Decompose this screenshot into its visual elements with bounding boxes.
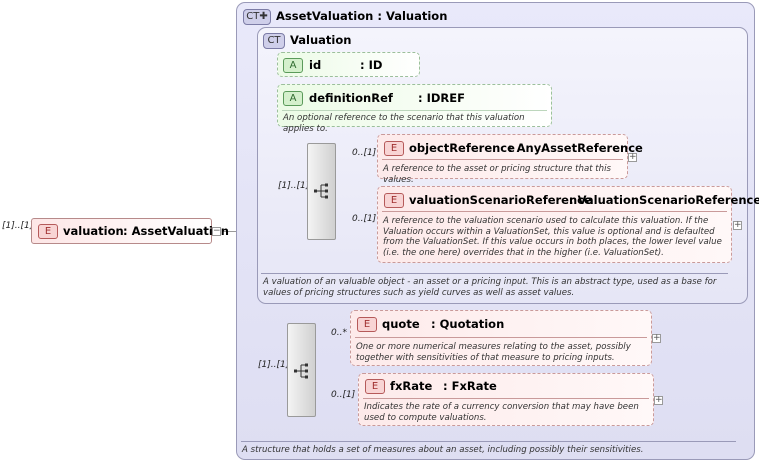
element-type: : Quotation: [431, 317, 505, 331]
sequence-cardinality: [1]..[1]: [258, 360, 290, 370]
attribute-type: : IDREF: [418, 91, 465, 105]
attribute-name: id: [309, 58, 322, 72]
element-badge: E: [357, 317, 377, 332]
element-description: One or more numerical measures relating …: [356, 342, 631, 363]
attribute-description: An optional reference to the scenario th…: [283, 113, 525, 134]
fx-rate-element[interactable]: E fxRate : FxRate Indicates the rate of …: [358, 373, 654, 426]
element-name: objectReference: [409, 141, 515, 155]
connector-line: [222, 231, 248, 232]
element-description: A reference to the asset or pricing stru…: [383, 164, 611, 185]
element-type: : AssetValuation: [123, 224, 229, 238]
extension-icon: ✚: [259, 11, 268, 22]
element-cardinality: 0..[1]: [331, 390, 356, 400]
definition-ref-attribute[interactable]: A definitionRef : IDREF An optional refe…: [277, 84, 552, 134]
element-name: quote: [382, 317, 420, 331]
attribute-type: : ID: [360, 58, 383, 72]
separator: [282, 110, 547, 111]
valuation-scenario-reference-element[interactable]: E valuationScenarioReference : Valuation…: [377, 186, 759, 263]
quote-element[interactable]: E quote : Quotation One or more numerica…: [350, 310, 652, 366]
sequence-cardinality: [1]..[1]: [278, 181, 310, 191]
element-badge: E: [384, 193, 404, 208]
complex-type-title: Valuation: [290, 33, 352, 47]
sequence-compositor[interactable]: [307, 143, 336, 240]
element-name: valuationScenarioReference: [409, 193, 592, 207]
expand-icon[interactable]: +: [652, 333, 661, 343]
complex-type-badge: CT: [263, 33, 285, 49]
element-name: fxRate: [390, 379, 433, 393]
attribute-badge: A: [283, 58, 303, 73]
root-cardinality: [1]..[1]: [2, 221, 34, 231]
element-cardinality: 0..*: [331, 328, 347, 338]
separator: [241, 441, 736, 442]
id-attribute[interactable]: A id : ID: [277, 52, 420, 77]
sequence-icon: [294, 363, 308, 379]
expand-icon[interactable]: +: [628, 152, 637, 162]
element-type: : AnyAssetReference: [508, 141, 643, 155]
separator: [382, 211, 727, 212]
element-name: valuation: [63, 224, 124, 238]
attribute-name: definitionRef: [309, 91, 393, 105]
separator: [355, 337, 647, 338]
separator: [382, 159, 623, 160]
element-cardinality: 0..[1]: [352, 214, 377, 224]
element-cardinality: 0..[1]: [352, 148, 377, 158]
collapse-icon[interactable]: −: [212, 226, 221, 236]
sequence-compositor[interactable]: [287, 323, 316, 417]
complex-type-badge: CT✚: [243, 9, 271, 25]
element-badge: E: [365, 379, 385, 394]
expand-icon[interactable]: +: [733, 220, 742, 230]
element-type: : FxRate: [443, 379, 497, 393]
attribute-badge: A: [283, 91, 303, 106]
object-reference-element[interactable]: E objectReference : AnyAssetReference A …: [377, 134, 643, 185]
expand-icon[interactable]: +: [654, 395, 663, 405]
separator: [261, 273, 728, 274]
complex-type-description: A structure that holds a set of measures…: [242, 445, 644, 455]
element-type: : ValuationScenarioReference: [569, 193, 759, 207]
element-description: Indicates the rate of a currency convers…: [364, 402, 639, 423]
sequence-icon: [314, 183, 328, 199]
complex-type-title: AssetValuation : Valuation: [276, 9, 448, 23]
separator: [363, 398, 649, 399]
complex-type-description: A valuation of an valuable object - an a…: [263, 277, 717, 298]
valuation-element[interactable]: E valuation : AssetValuation: [31, 218, 229, 244]
element-badge: E: [38, 224, 58, 239]
element-description: A reference to the valuation scenario us…: [383, 216, 722, 258]
element-badge: E: [384, 141, 404, 156]
